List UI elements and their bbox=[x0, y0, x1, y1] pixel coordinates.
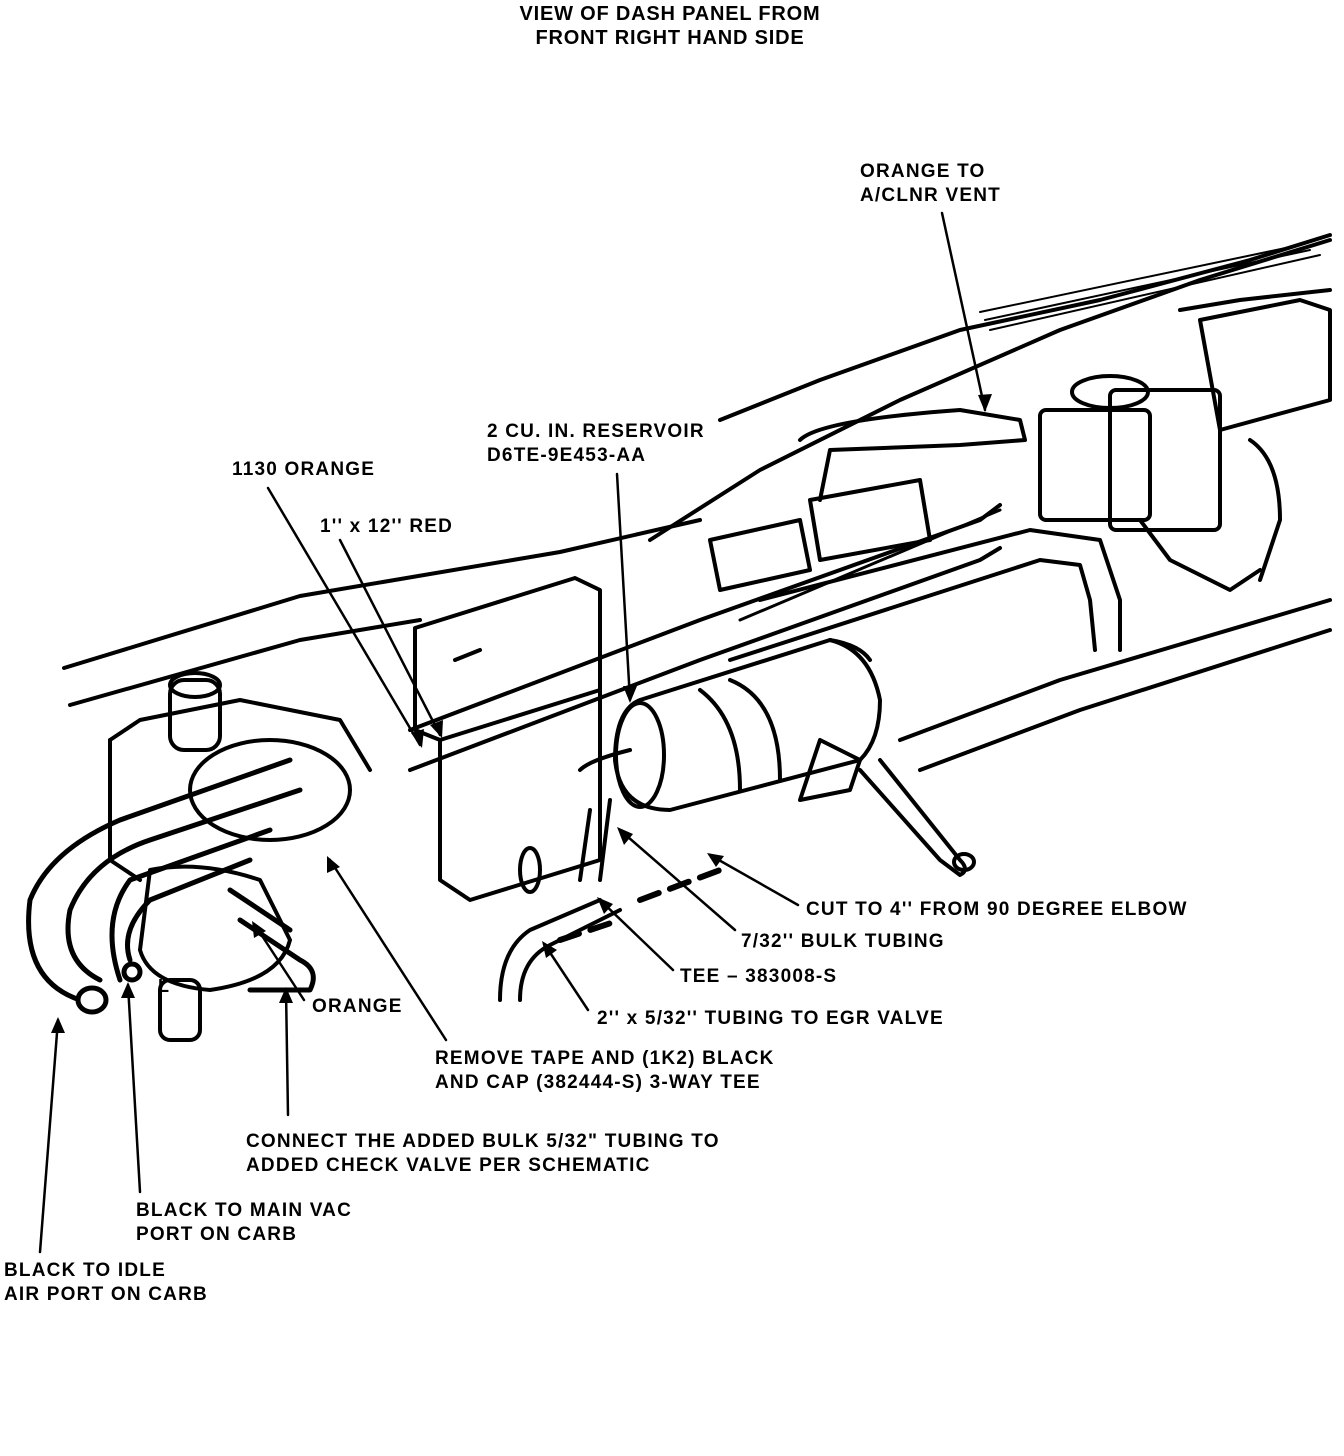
label-black-main-vac-line-1: BLACK TO MAIN VAC bbox=[136, 1200, 353, 1221]
arrowheads bbox=[51, 394, 992, 1033]
label-black-idle-line-1: BLACK TO IDLE bbox=[4, 1260, 166, 1281]
label-egr-tubing: 2'' x 5/32'' TUBING TO EGR VALVE bbox=[597, 1008, 944, 1029]
black-vacuum-hoses bbox=[26, 757, 316, 1015]
dash-panel-outline bbox=[62, 233, 1332, 707]
label-connect-line-1: CONNECT THE ADDED BULK 5/32" TUBING TO bbox=[246, 1131, 720, 1152]
reservoir-canister bbox=[613, 638, 882, 812]
label-reservoir-line-2: D6TE-9E453-AA bbox=[487, 445, 647, 466]
leader-lines bbox=[38, 211, 987, 1254]
title-line-1: VIEW OF DASH PANEL FROM bbox=[519, 3, 821, 25]
label-black-idle-line-2: AIR PORT ON CARB bbox=[4, 1284, 208, 1305]
label-cut: CUT TO 4'' FROM 90 DEGREE ELBOW bbox=[806, 899, 1188, 920]
label-orange-vent-line-1: ORANGE TO bbox=[860, 161, 986, 182]
component-letter: L bbox=[158, 976, 169, 996]
label-black-main-vac-line-2: PORT ON CARB bbox=[136, 1224, 298, 1245]
label-orange: ORANGE bbox=[312, 996, 403, 1017]
diagram-title: VIEW OF DASH PANEL FROM FRONT RIGHT HAND… bbox=[470, 2, 870, 50]
lower-tubing bbox=[498, 738, 976, 1002]
carburetor-assembly bbox=[108, 671, 372, 1042]
label-1130-orange: 1130 ORANGE bbox=[232, 459, 376, 480]
label-black-idle: BLACK TO IDLE AIR PORT ON CARB bbox=[4, 1259, 208, 1307]
title-line-2: FRONT RIGHT HAND SIDE bbox=[535, 27, 805, 49]
label-bulk-tubing: 7/32'' BULK TUBING bbox=[741, 931, 945, 952]
label-remove-tape-line-1: REMOVE TAPE AND (1K2) BLACK bbox=[435, 1048, 775, 1069]
label-remove-tape-line-2: AND CAP (382444-S) 3-WAY TEE bbox=[435, 1072, 761, 1093]
upper-right-components bbox=[708, 298, 1332, 592]
label-connect-line-2: ADDED CHECK VALVE PER SCHEMATIC bbox=[246, 1155, 651, 1176]
label-red-tube: 1'' x 12'' RED bbox=[320, 516, 454, 537]
label-orange-vent: ORANGE TO A/CLNR VENT bbox=[860, 160, 1001, 208]
label-remove-tape: REMOVE TAPE AND (1K2) BLACK AND CAP (382… bbox=[435, 1047, 775, 1095]
label-reservoir-line-1: 2 CU. IN. RESERVOIR bbox=[487, 421, 705, 442]
label-orange-vent-line-2: A/CLNR VENT bbox=[860, 185, 1001, 206]
main-vacuum-harness bbox=[408, 503, 1332, 772]
vacuum-box bbox=[413, 576, 602, 902]
label-reservoir: 2 CU. IN. RESERVOIR D6TE-9E453-AA bbox=[487, 420, 705, 468]
label-tee: TEE – 383008-S bbox=[680, 966, 838, 987]
label-connect: CONNECT THE ADDED BULK 5/32" TUBING TO A… bbox=[246, 1130, 720, 1178]
label-black-main-vac: BLACK TO MAIN VAC PORT ON CARB bbox=[136, 1199, 352, 1247]
